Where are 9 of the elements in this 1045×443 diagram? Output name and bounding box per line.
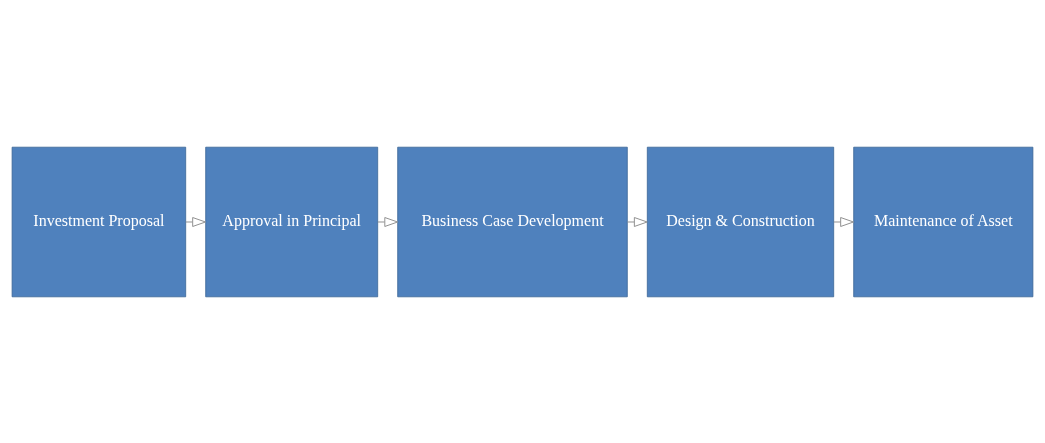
arrow: [377, 216, 399, 227]
node-box: Design & Construction: [646, 146, 835, 297]
node-box: Business Case Development: [397, 146, 628, 297]
arrow: [185, 216, 206, 227]
arrow: [833, 216, 854, 227]
node-box: Maintenance of Asset: [853, 146, 1034, 297]
node-box: Approval in Principal: [205, 146, 379, 297]
node-box: Investment Proposal: [11, 146, 187, 297]
arrow: [627, 216, 648, 227]
